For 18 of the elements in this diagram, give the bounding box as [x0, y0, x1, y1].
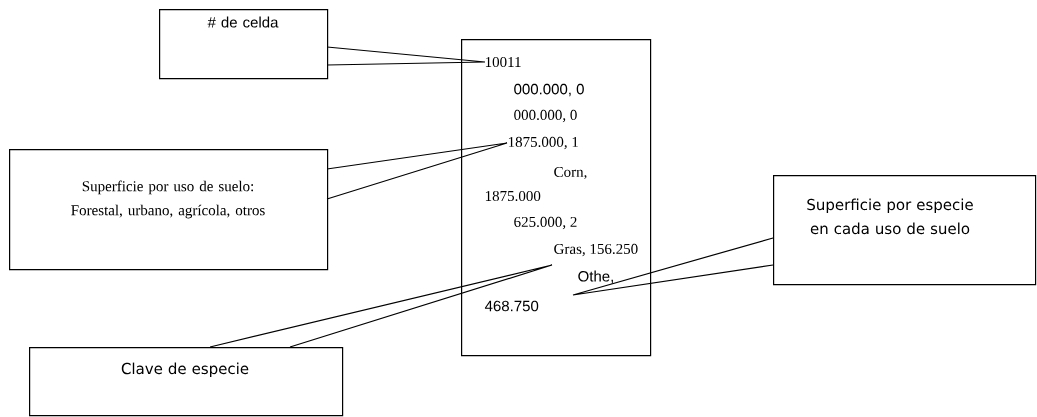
data-value: 468.750: [484, 300, 539, 312]
data-value: 000.000, 0: [514, 109, 577, 123]
leader-line: [326, 46, 486, 66]
data-value: 1875.000: [485, 190, 541, 202]
callout-box: Superficie por especie en cada uso de suelo: [773, 175, 1037, 286]
leader-line: [209, 264, 553, 348]
data-value: 625.000, 2: [514, 216, 577, 230]
callout-box: # de celda: [159, 9, 329, 80]
leader-line: [572, 237, 774, 296]
leader-line: [326, 142, 508, 200]
callout-box: Clave de especie: [29, 347, 344, 417]
data-value: Othe,: [578, 270, 613, 284]
data-value: 10011: [485, 56, 521, 68]
data-value: Gras, 156.250: [554, 243, 638, 257]
callout-box: Superficie por uso de suelo: Forestal, urbano, agrícola, otros: [9, 149, 329, 271]
data-value: Corn,: [554, 166, 587, 180]
data-value: 1875.000, 1: [508, 136, 578, 150]
data-value: 000.000, 0: [514, 83, 584, 97]
